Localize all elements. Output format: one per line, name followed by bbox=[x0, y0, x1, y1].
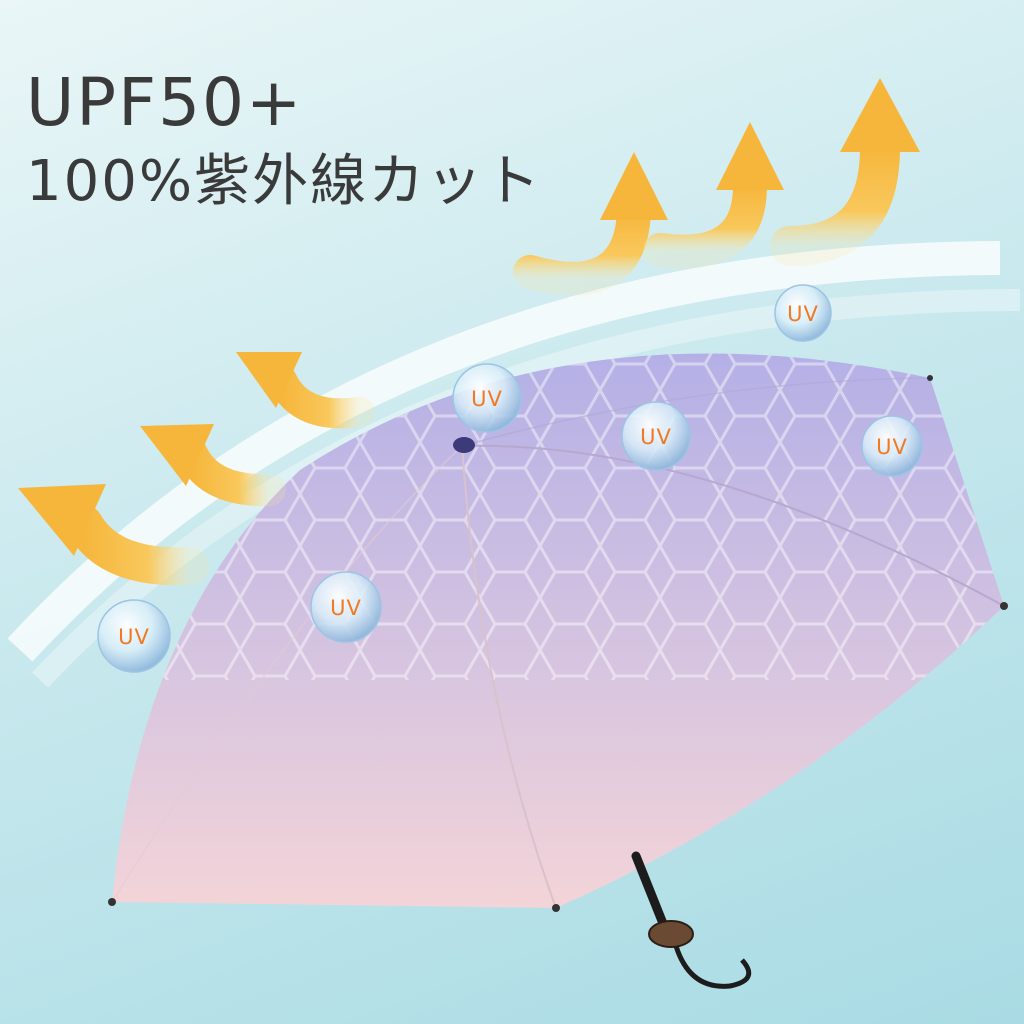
headline-upf-rating: UPF50+ bbox=[26, 64, 304, 141]
uv-bubble-label: UV bbox=[787, 302, 819, 326]
uv-bubble-icon: UV bbox=[452, 363, 522, 433]
uv-bubble-label: UV bbox=[876, 435, 908, 459]
headline-uv-cut: 100%紫外線カット bbox=[26, 149, 543, 214]
uv-bubble-icon: UV bbox=[774, 284, 832, 342]
uv-bubble-icon: UV bbox=[861, 415, 923, 477]
deflected-uv-arrow-icon bbox=[643, 122, 784, 269]
deflected-uv-arrow-icon bbox=[770, 78, 920, 266]
deflected-uv-arrow-icon bbox=[513, 152, 668, 296]
headline: UPF50+ 100%紫外線カット bbox=[26, 62, 542, 220]
uv-bubble-label: UV bbox=[471, 387, 503, 411]
deflected-uv-arrow-icon bbox=[236, 352, 375, 429]
uv-bubble-icon: UV bbox=[310, 571, 382, 643]
umbrella-top-cap bbox=[453, 437, 475, 453]
uv-bubble-label: UV bbox=[118, 625, 150, 649]
deflected-uv-arrow-icon bbox=[140, 424, 286, 507]
umbrella-canopy bbox=[108, 353, 1008, 912]
uv-bubble-icon: UV bbox=[97, 599, 171, 673]
uv-bubble-label: UV bbox=[330, 596, 362, 620]
umbrella-handle-icon bbox=[631, 851, 752, 989]
uv-bubble-icon: UV bbox=[621, 401, 691, 471]
uv-bubble-label: UV bbox=[640, 425, 672, 449]
deflected-uv-arrow-icon bbox=[18, 484, 209, 586]
